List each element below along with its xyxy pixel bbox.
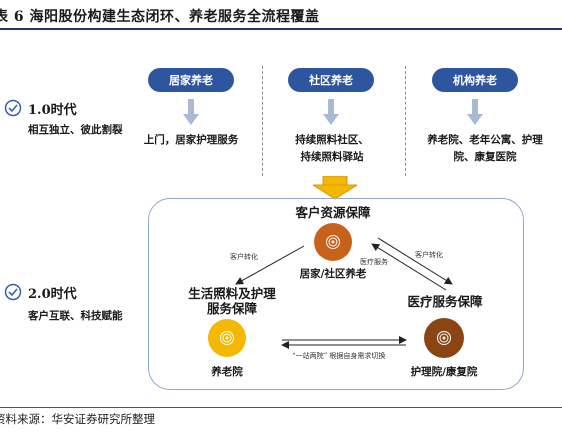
arrow-label-medical-service: 医疗服务 bbox=[360, 258, 388, 266]
transition-arrow-icon bbox=[313, 176, 357, 200]
node-medical-service-title: 医疗服务保障 bbox=[407, 294, 483, 309]
check-circle-icon bbox=[4, 283, 22, 301]
check-circle-icon bbox=[4, 99, 22, 117]
connector-arrows bbox=[235, 237, 453, 349]
desc-line: 持续照料驿站 bbox=[300, 151, 364, 163]
column-label-home-care: 居家养老 bbox=[148, 68, 234, 92]
arrow-to-medical bbox=[377, 237, 453, 285]
column-label-institution-care: 机构养老 bbox=[432, 68, 518, 92]
node-life-care-subtitle: 养老院 bbox=[211, 366, 243, 378]
column-desc-institution-care: 养老院、老年公寓、护理 院、康复医院 bbox=[412, 132, 558, 166]
figure-title: 表 6 海阳股份构建生态闭环、养老服务全流程覆盖 bbox=[0, 9, 320, 25]
down-arrow-icon bbox=[467, 99, 483, 125]
desc-line: 养老院、老年公寓、护理 bbox=[427, 134, 543, 146]
broadcast-icon bbox=[220, 331, 234, 345]
title-line: 服务保障 bbox=[206, 301, 257, 316]
column-desc-community-care: 持续照料社区、 持续照料驿站 bbox=[268, 132, 396, 166]
era-1-title: 1.0时代 bbox=[28, 103, 77, 118]
node-customer-resource-subtitle: 居家/社区养老 bbox=[299, 268, 367, 280]
column-desc-home-care: 上门，居家护理服务 bbox=[130, 132, 252, 149]
era-1-subtitle: 相互独立、彼此割裂 bbox=[28, 124, 123, 136]
node-customer-resource-title: 客户资源保障 bbox=[295, 205, 371, 220]
column-separator bbox=[405, 66, 406, 176]
desc-line: 上门，居家护理服务 bbox=[143, 134, 239, 146]
arrow-label-customer-conversion-right: 客户转化 bbox=[415, 251, 443, 259]
broadcast-icon bbox=[326, 235, 340, 249]
desc-line: 持续照料社区、 bbox=[295, 134, 369, 146]
medical-service-node bbox=[424, 318, 464, 358]
node-life-care-title: 生活照料及护理 服务保障 bbox=[162, 286, 302, 316]
column-separator bbox=[262, 66, 263, 176]
source-note: 资料来源：华安证券研究所整理 bbox=[0, 412, 155, 426]
title-line: 生活照料及护理 bbox=[188, 286, 276, 301]
arrow-from-medical bbox=[371, 243, 447, 291]
node-medical-service-subtitle: 护理院/康复院 bbox=[410, 366, 478, 378]
life-care-node bbox=[208, 319, 246, 357]
title-divider bbox=[0, 28, 562, 30]
footer-divider bbox=[0, 407, 562, 408]
era-2-subtitle: 客户互联、科技赋能 bbox=[28, 310, 123, 322]
broadcast-icon bbox=[437, 331, 451, 345]
desc-line: 院、康复医院 bbox=[453, 151, 517, 163]
ecosystem-box bbox=[148, 198, 524, 390]
down-arrow-icon bbox=[183, 99, 199, 125]
arrow-label-one-station-two-courts: “一站两院” 根据自身需求切换 bbox=[292, 352, 386, 360]
customer-resource-node bbox=[314, 223, 352, 261]
arrow-to-life-care bbox=[235, 245, 305, 285]
era-2-title: 2.0时代 bbox=[28, 287, 77, 302]
down-arrow-icon bbox=[323, 99, 339, 125]
column-label-community-care: 社区养老 bbox=[288, 68, 374, 92]
arrow-label-customer-conversion-left: 客户转化 bbox=[230, 253, 258, 261]
